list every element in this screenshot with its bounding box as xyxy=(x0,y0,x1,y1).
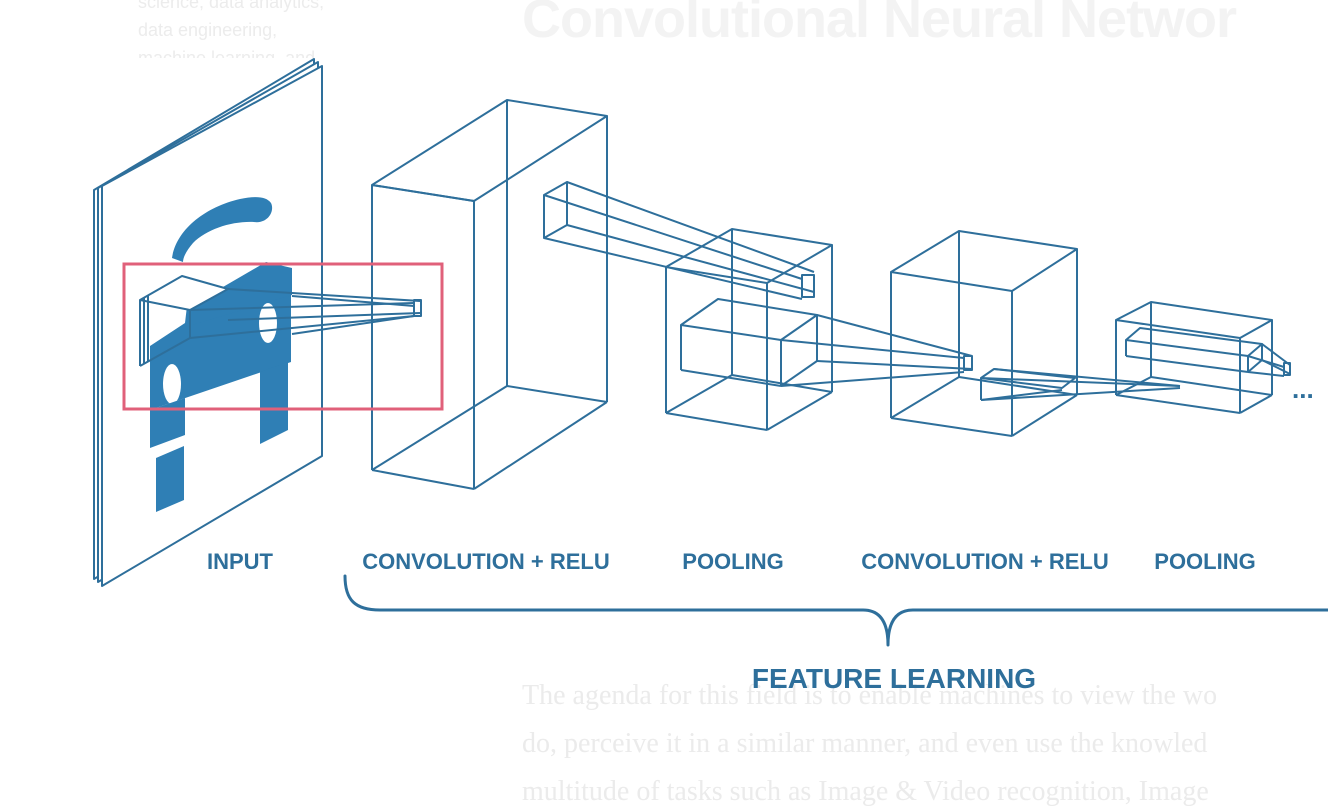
conv1-feature-map-box xyxy=(371,99,608,490)
label-input: INPUT xyxy=(207,549,274,574)
pool1-feature-map-box xyxy=(665,228,833,431)
background-page-title: Convolutional Neural Networ xyxy=(522,0,1237,49)
label-feature-learning: FEATURE LEARNING xyxy=(752,663,1036,694)
conv2-feature-map-box xyxy=(890,230,1078,437)
feature-learning-brace xyxy=(343,574,1328,647)
conv2-kernel-prism xyxy=(980,368,1181,401)
background-paragraph-line: multitude of tasks such as Image & Video… xyxy=(522,776,1209,807)
pool2-inner-prism xyxy=(1125,327,1291,377)
background-sidebar-line: science, data analytics, xyxy=(138,0,325,12)
input-kernel-prism xyxy=(139,275,422,367)
background-paragraph-line: do, perceive it in a similar manner, and… xyxy=(522,728,1208,759)
continuation-dots: ... xyxy=(1292,374,1314,404)
label-pool1: POOLING xyxy=(682,549,783,574)
background-sidebar-line: data engineering, xyxy=(138,20,278,40)
pool2-feature-map-box xyxy=(1115,301,1273,414)
label-conv1: CONVOLUTION + RELU xyxy=(362,549,610,574)
conv1-kernel-prism xyxy=(543,181,815,300)
label-conv2: CONVOLUTION + RELU xyxy=(861,549,1109,574)
background-paragraph-line: The agenda for this field is to enable m… xyxy=(522,680,1218,711)
pool1-inner-prism xyxy=(680,298,973,387)
background-paragraph: The agenda for this field is to enable m… xyxy=(522,672,1328,807)
label-pool2: POOLING xyxy=(1154,549,1255,574)
highlight-box xyxy=(122,262,444,411)
